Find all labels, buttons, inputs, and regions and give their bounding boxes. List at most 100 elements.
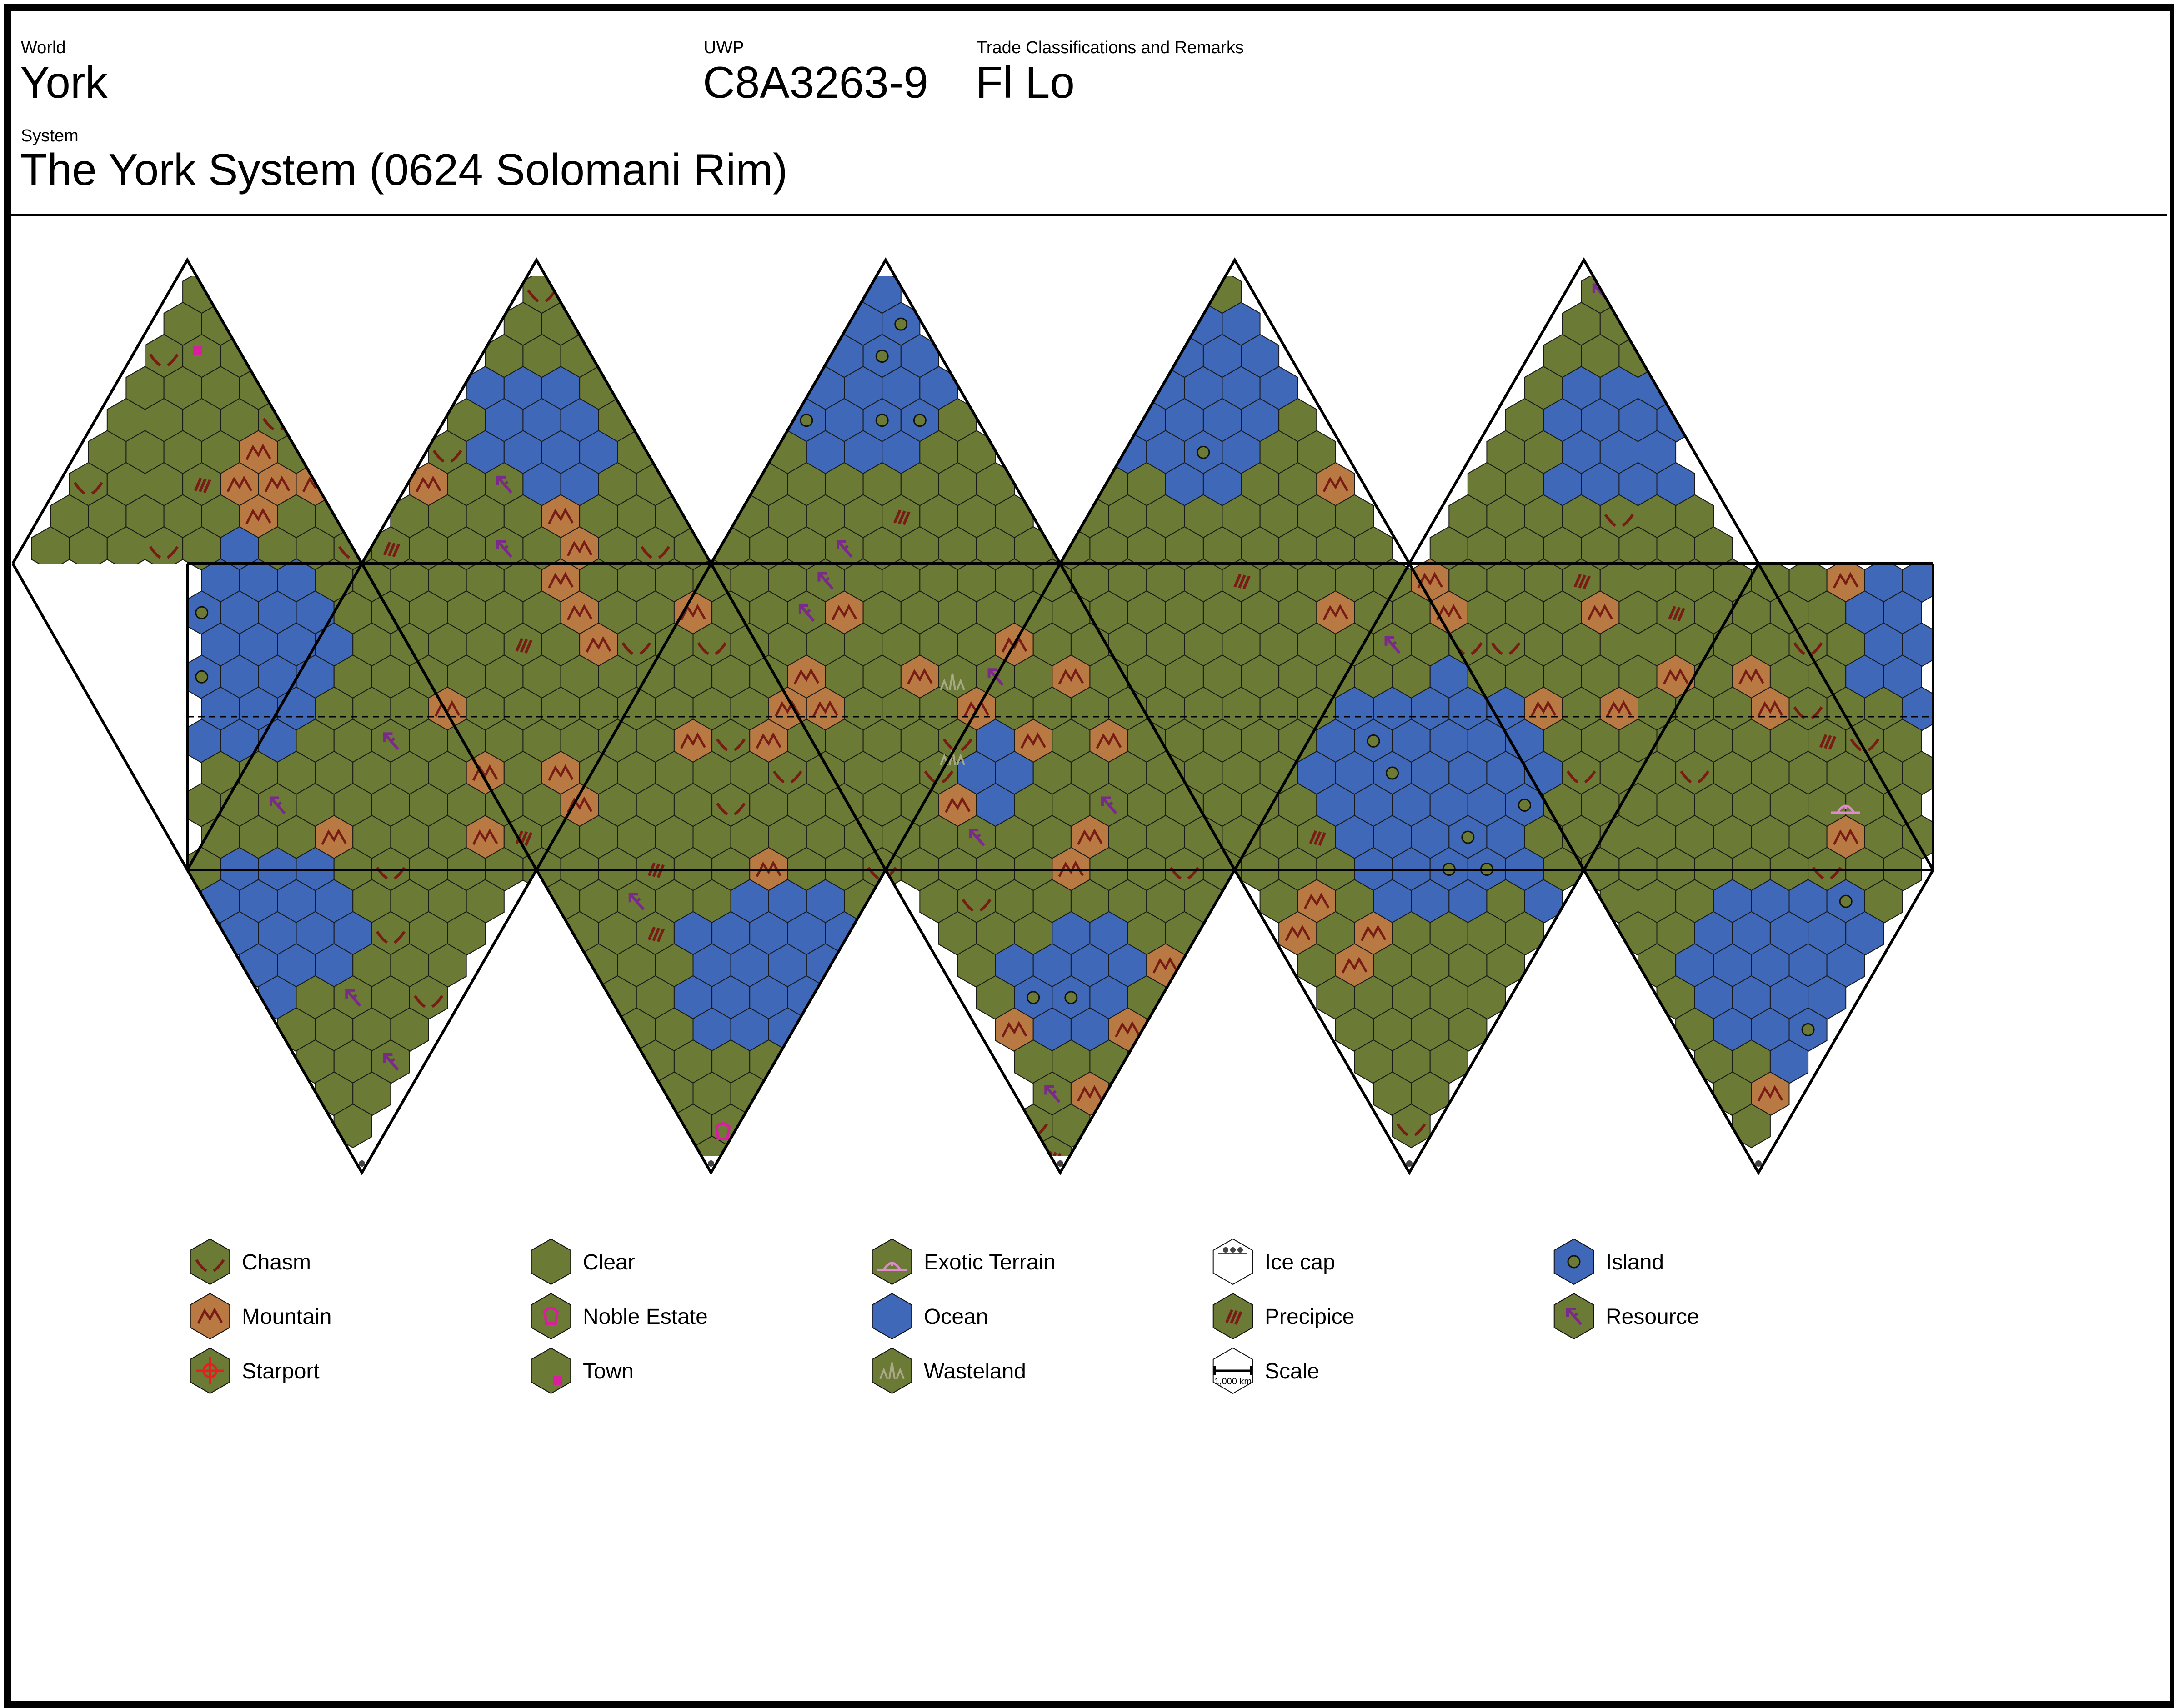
island-icon <box>913 414 927 427</box>
chasm-icon <box>697 642 727 655</box>
island-icon <box>875 414 889 427</box>
precipice-icon <box>1225 1309 1242 1325</box>
mountain-icon <box>245 508 271 524</box>
header-divider <box>7 214 2167 216</box>
island-icon <box>195 606 209 619</box>
legend-label: Scale <box>1265 1359 1320 1383</box>
wasteland-icon <box>879 1362 905 1379</box>
uwp-label: UWP <box>704 38 744 57</box>
chasm-icon <box>432 449 462 463</box>
chasm-icon <box>1396 1123 1426 1136</box>
island-icon <box>1197 445 1210 459</box>
legend-ocean: Ocean <box>868 1291 1187 1342</box>
noble-estate-icon <box>543 1307 559 1325</box>
legend-label: Exotic Terrain <box>924 1250 1056 1274</box>
chasm-icon <box>1566 770 1596 784</box>
mountain-icon <box>226 475 253 493</box>
mountain-icon <box>680 604 706 621</box>
ice-cap-marker <box>1755 1160 1762 1167</box>
starport-cross <box>1919 323 1933 350</box>
mountain-icon <box>1058 860 1084 877</box>
noble-estate-icon <box>715 1122 731 1140</box>
chasm-icon <box>716 738 746 751</box>
ice-cap-dot <box>1223 1247 1228 1253</box>
island-icon <box>1386 766 1399 780</box>
chasm-icon <box>640 546 670 559</box>
island-icon <box>195 670 209 684</box>
starport-icon <box>190 1347 230 1394</box>
clear-hex <box>1732 1103 1771 1149</box>
legend-island: Island <box>1550 1236 1868 1287</box>
net-outline <box>11 257 1934 1176</box>
chasm-icon <box>1680 770 1710 784</box>
legend-hex <box>531 1293 571 1340</box>
scale-text: 1,000 km <box>1214 1377 1252 1387</box>
legend-exotic: Exotic Terrain <box>868 1236 1187 1287</box>
resource-icon <box>1101 796 1117 814</box>
scale-icon: 1,000 km <box>1212 1347 1253 1394</box>
resource-icon <box>837 540 853 558</box>
legend-chasm: Chasm <box>186 1236 505 1287</box>
mountain-icon <box>264 475 291 493</box>
wasteland-icon <box>940 673 965 690</box>
precipice-icon <box>515 638 533 654</box>
clear-icon <box>531 1238 571 1285</box>
legend-hex <box>531 1347 571 1394</box>
wasteland-icon <box>872 1347 912 1394</box>
mountain-icon <box>1096 732 1122 749</box>
resource-icon <box>817 572 834 590</box>
island-icon <box>1567 1255 1581 1269</box>
resource-icon <box>269 796 286 814</box>
scale-bar <box>1213 1366 1252 1375</box>
north-ice-cap <box>528 260 545 276</box>
mountain-icon <box>1757 700 1783 717</box>
north-ice-cap <box>1576 260 1592 276</box>
chasm-icon <box>149 354 179 367</box>
resource-icon <box>496 475 513 494</box>
chasm-icon <box>149 546 179 559</box>
mountain-icon <box>1417 572 1443 589</box>
mountain-icon <box>1606 700 1632 717</box>
legend-hex <box>190 1293 230 1340</box>
island-icon <box>1801 1023 1815 1036</box>
legend-label: Chasm <box>242 1250 311 1274</box>
precipice-icon <box>1212 1293 1253 1340</box>
town-icon <box>553 1376 562 1385</box>
mountain-icon <box>321 828 347 845</box>
mountain-icon <box>416 475 441 493</box>
resource-icon <box>1384 636 1401 654</box>
mountain-icon <box>1833 572 1859 589</box>
mountain-icon <box>1436 604 1462 621</box>
ice-cap-dot <box>1237 1247 1243 1253</box>
north-ice-cap <box>1227 260 1243 276</box>
chasm-icon <box>195 1259 225 1272</box>
island-icon <box>1367 734 1380 748</box>
legend-label: Noble Estate <box>583 1305 708 1329</box>
resource-icon <box>628 893 645 911</box>
legend-label: Clear <box>583 1250 635 1274</box>
legend-icecap: Ice cap <box>1209 1236 1528 1287</box>
exotic-terrain-icon <box>877 1262 907 1271</box>
exotic-icon <box>872 1238 912 1285</box>
legend-scale: 1,000 km Scale <box>1209 1345 1528 1396</box>
ocean-icon <box>872 1293 912 1340</box>
resource-icon <box>1044 1085 1061 1103</box>
resource-icon <box>1553 1293 1594 1340</box>
mountain-icon <box>756 732 781 749</box>
north-ice-cap <box>179 260 195 276</box>
mountain-icon <box>190 1293 230 1340</box>
precipice-icon <box>1309 830 1327 846</box>
exotic-terrain-icon <box>1831 804 1860 814</box>
precipice-icon <box>647 926 665 942</box>
mountain-icon <box>1285 924 1311 941</box>
legend-label: Ice cap <box>1265 1250 1335 1274</box>
world-label: World <box>21 38 66 57</box>
mountain-icon <box>907 668 933 685</box>
precipice-icon <box>1573 574 1591 589</box>
mountain-icon <box>1058 668 1084 685</box>
chasm-icon <box>1491 642 1521 655</box>
island-icon <box>1064 991 1078 1004</box>
north-ice-cap <box>877 260 894 276</box>
